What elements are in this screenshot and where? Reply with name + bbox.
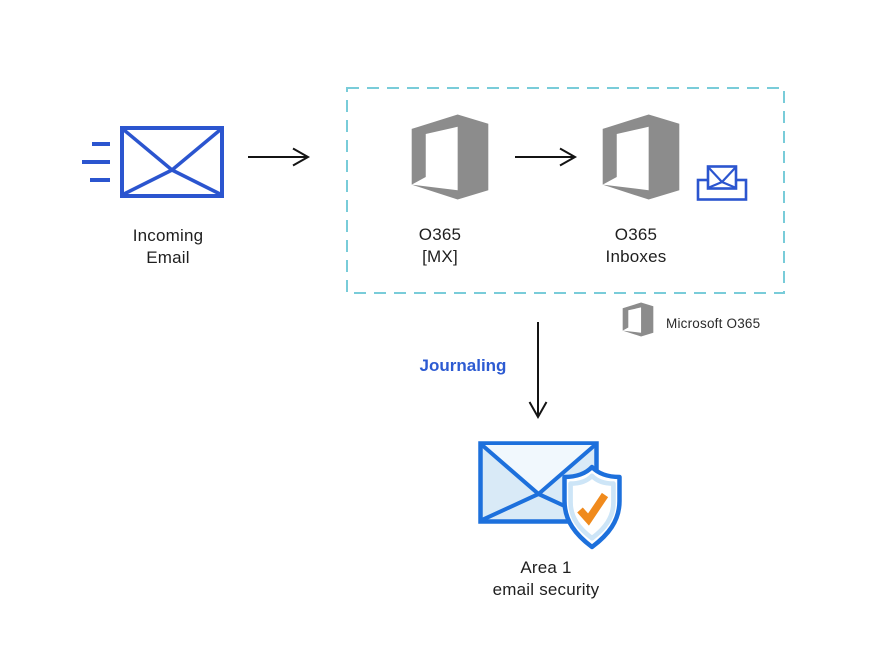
area1-shield-check-icon [562,464,622,550]
area1-label: Area 1 email security [446,557,646,601]
incoming-email-envelope-icon [120,126,224,198]
o365-inboxes-label: O365 Inboxes [556,224,716,268]
office-365-mx-icon [411,114,489,200]
o365-boundary-dashed-box [346,87,785,294]
o365-mx-label: O365 [MX] [360,224,520,268]
o365-mx-label-line1: O365 [418,225,462,244]
arrow-down-icon [528,322,548,420]
incoming-email-label-line2: Email [146,248,190,267]
legend-microsoft-o365-label: Microsoft O365 [666,316,761,331]
inbox-tray-envelope-icon [696,165,748,201]
area1-label-line2: email security [492,580,600,599]
journaling-label: Journaling [419,356,507,375]
arrow-right-icon [515,147,578,167]
office-365-inboxes-icon [602,114,680,200]
arrow-right-icon [248,147,311,167]
legend-office-365-icon [622,302,654,337]
speed-lines-icon [82,142,110,182]
area1-label-line1: Area 1 [520,558,572,577]
incoming-email-label-line1: Incoming [132,226,204,245]
incoming-email-label: Incoming Email [88,225,248,269]
o365-inboxes-label-line2: Inboxes [605,247,667,266]
o365-inboxes-label-line1: O365 [614,225,658,244]
o365-mx-label-line2: [MX] [422,247,458,266]
